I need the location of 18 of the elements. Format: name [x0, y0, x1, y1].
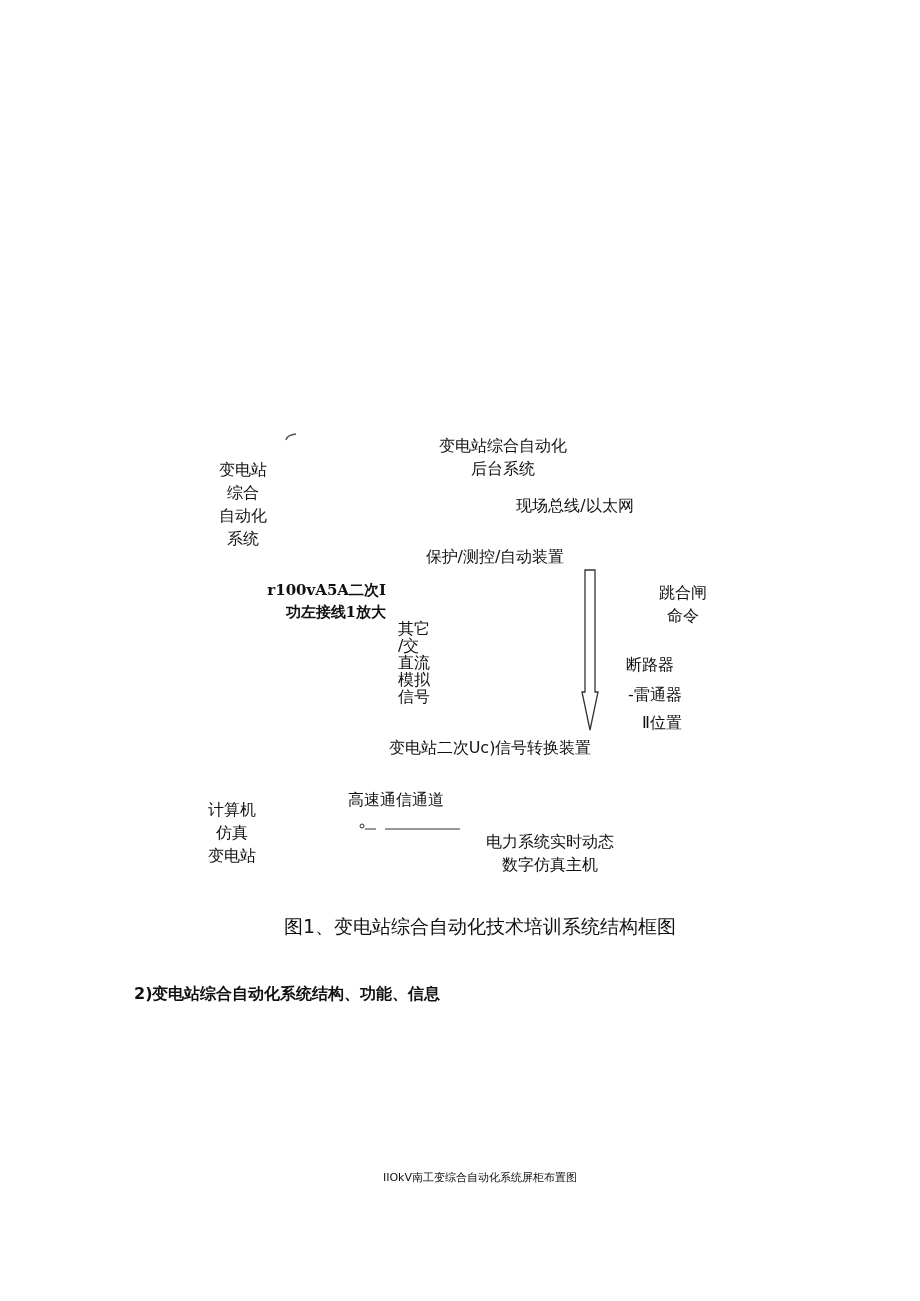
label-text: -雷通器	[627, 684, 683, 706]
small-caption: IIOkV南工变综合自动化系统屏柜布置图	[381, 1170, 578, 1186]
label-text: 计算机仿真变电站	[207, 799, 257, 867]
label-text: 断路器	[625, 654, 675, 676]
label-text: 跳合闸命令	[658, 582, 708, 627]
vertical-label: 其它/交直流模拟信号	[398, 620, 431, 705]
label-text: Ⅱ位置	[641, 712, 683, 734]
label-text: 电力系统实时动态数字仿真主机	[485, 831, 615, 876]
label-text: 变电站综合自动化后台系统	[437, 435, 568, 480]
node-text: 变电站二次Uc)信号转换装置	[388, 738, 592, 757]
node-text: 保护/测控/自动装置	[425, 547, 565, 566]
label-text: 现场总线/以太网	[515, 495, 635, 517]
label-text: 变电站综合自动化系统	[218, 459, 268, 550]
label-text: r100vA5A二次I功左接线1放大	[266, 580, 386, 623]
heading-text: 2)变电站综合自动化系统结构、功能、信息	[134, 983, 442, 1005]
figure-caption: 图1、变电站综合自动化技术培训系统结构框图	[282, 915, 678, 938]
hollow-arrow	[581, 569, 599, 731]
label-text: 高速通信通道	[347, 789, 445, 811]
